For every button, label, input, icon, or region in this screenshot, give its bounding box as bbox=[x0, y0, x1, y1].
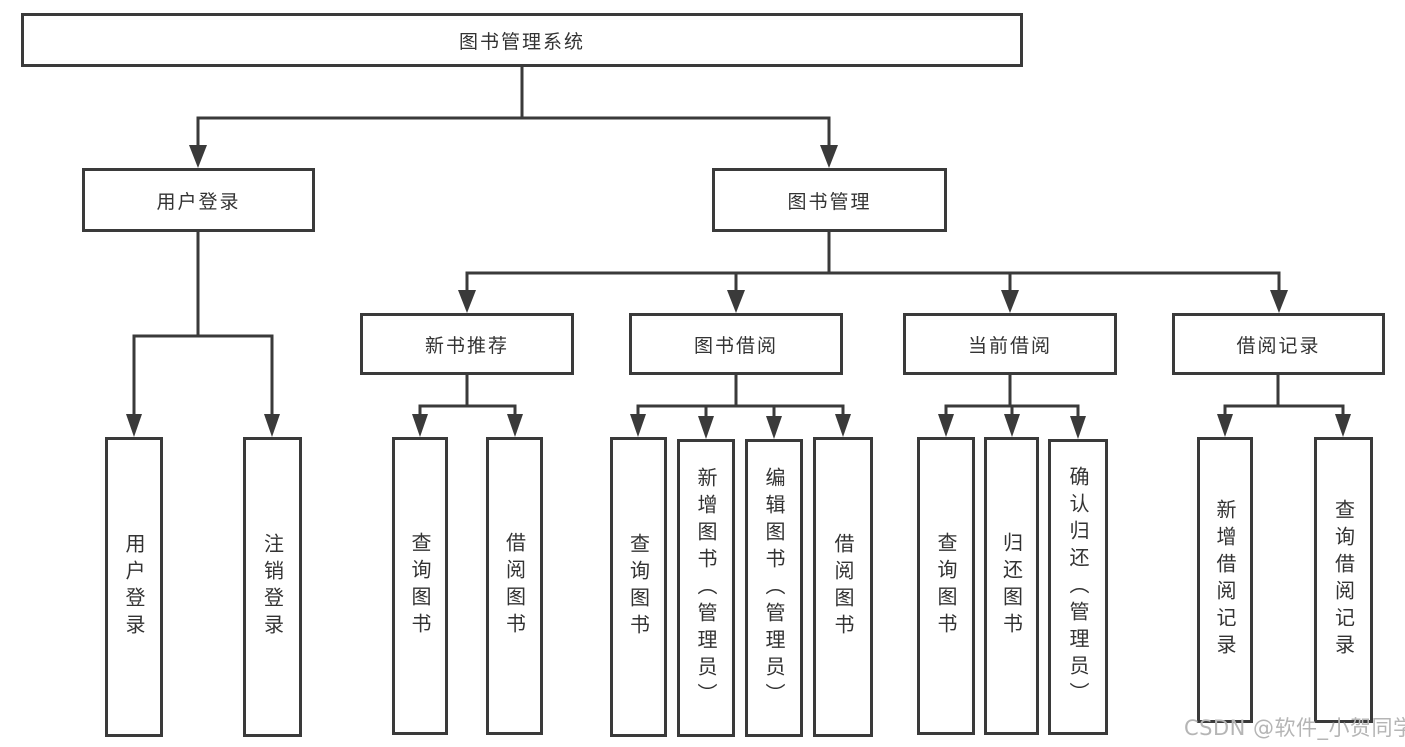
node-label: 图书管理 bbox=[787, 190, 872, 213]
node-label: 用户登录 bbox=[156, 190, 241, 213]
csdn-watermark: CSDN @软件_小贺同学 bbox=[1184, 716, 1405, 740]
leaf-query-borrow-record: 查询借阅记录 bbox=[1314, 437, 1373, 723]
leaf-query-books-recommend: 查询图书 bbox=[392, 437, 448, 735]
node-label: 当前借阅 bbox=[967, 334, 1052, 357]
node-label: 借阅记录 bbox=[1236, 334, 1321, 357]
node-label: 新增图书（管理员） bbox=[694, 466, 718, 710]
node-book-borrowing: 图书借阅 bbox=[629, 313, 843, 375]
node-current-borrowing: 当前借阅 bbox=[903, 313, 1117, 375]
node-label: 查询借阅记录 bbox=[1331, 499, 1356, 661]
node-label: 图书管理系统 bbox=[458, 30, 585, 53]
node-user-login: 用户登录 bbox=[82, 168, 315, 232]
node-library-management-system: 图书管理系统 bbox=[21, 13, 1023, 67]
node-label: 确认归还（管理员） bbox=[1066, 465, 1090, 709]
node-label: 查询图书 bbox=[626, 533, 651, 641]
node-label: 借阅图书 bbox=[502, 532, 527, 640]
leaf-add-books-admin: 新增图书（管理员） bbox=[677, 439, 735, 737]
node-label: 注销登录 bbox=[260, 533, 285, 641]
leaf-query-books-borrowing: 查询图书 bbox=[610, 437, 667, 737]
node-label: 查询图书 bbox=[408, 532, 432, 640]
node-label: 新增借阅记录 bbox=[1213, 499, 1237, 661]
leaf-logout: 注销登录 bbox=[243, 437, 302, 737]
arrowheads bbox=[126, 145, 1351, 439]
leaf-user-login: 用户登录 bbox=[105, 437, 163, 737]
leaf-query-books-current: 查询图书 bbox=[917, 437, 975, 735]
leaf-return-books: 归还图书 bbox=[984, 437, 1039, 735]
node-label: 归还图书 bbox=[999, 532, 1024, 640]
node-new-book-recommend: 新书推荐 bbox=[360, 313, 574, 375]
leaf-edit-books-admin: 编辑图书（管理员） bbox=[745, 439, 803, 737]
node-label: 用户登录 bbox=[122, 533, 146, 641]
node-label: 查询图书 bbox=[934, 532, 958, 640]
node-label: 借阅图书 bbox=[831, 533, 855, 641]
node-book-management: 图书管理 bbox=[712, 168, 947, 232]
leaf-confirm-return-admin: 确认归还（管理员） bbox=[1048, 439, 1108, 735]
node-label: 图书借阅 bbox=[693, 334, 778, 357]
connector-edges bbox=[132, 66, 1345, 418]
node-borrowing-records: 借阅记录 bbox=[1172, 313, 1385, 375]
node-label: 新书推荐 bbox=[424, 334, 509, 357]
leaf-borrow-books-recommend: 借阅图书 bbox=[486, 437, 543, 735]
leaf-borrow-books: 借阅图书 bbox=[813, 437, 873, 737]
node-label: 编辑图书（管理员） bbox=[762, 466, 786, 710]
leaf-add-borrow-record: 新增借阅记录 bbox=[1197, 437, 1253, 723]
